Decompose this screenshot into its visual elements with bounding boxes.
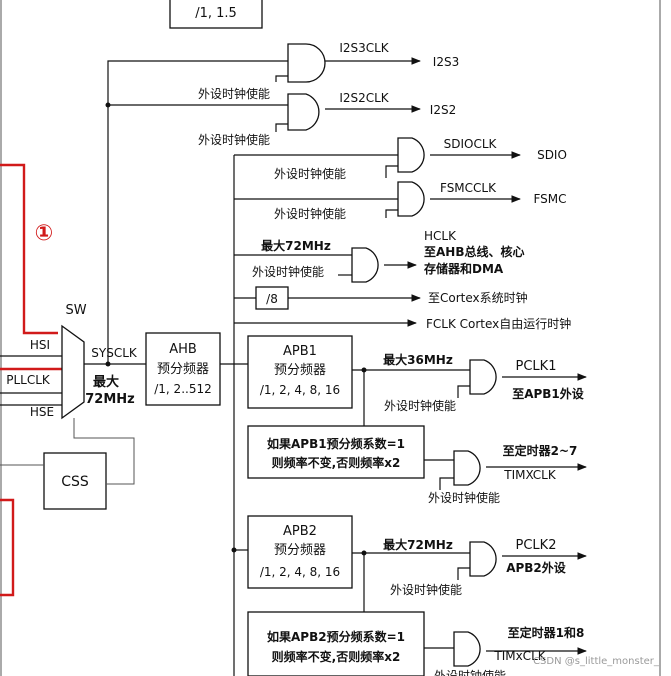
apb2-divider-range: /1, 2, 4, 8, 16 [260,565,340,579]
css-label: CSS [61,474,89,490]
pclk1-gate: 最大36MHz PCLK1 至APB1外设 外设时钟使能 [352,352,587,426]
hclk-max-label: 最大72MHz [261,238,331,253]
fsmc-enable-label: 外设时钟使能 [274,206,346,221]
i2s2clk-label: I2S2CLK [339,91,389,105]
apb2-max-label: 最大72MHz [383,537,453,552]
i2s3-output-label: I2S3 [433,55,459,69]
pclk2-gate: 最大72MHz PCLK2 APB2外设 外设时钟使能 [352,537,587,612]
fsmc-gate: FSMCCLK FSMC 外设时钟使能 [234,181,567,221]
pclk2-destination: APB2外设 [506,560,567,575]
apb2-title: APB2 [283,524,317,539]
fsmc-output-label: FSMC [533,192,566,206]
hsi-input-label: HSI [30,338,50,352]
pclk2-label: PCLK2 [516,538,557,553]
sysclk-max-line1: 最大 [93,374,119,390]
hclk-desc-line1: 至AHB总线、核心 [424,244,524,259]
systick-divider-label: /8 [266,292,278,306]
ahb-subtitle: 预分频器 [157,362,209,377]
ahb-title: AHB [169,342,197,357]
watermark: CSDN @s_little_monster_ [533,656,660,667]
i2s3clk-label: I2S3CLK [339,41,389,55]
ahb-divider-range: /1, 2..512 [154,382,211,396]
apb1-prescaler-box: APB1 预分频器 /1, 2, 4, 8, 16 [247,335,353,409]
usb-prescaler-box: /1, 1.5 [169,0,263,29]
fclk-line: FCLK Cortex自由运行时钟 [234,316,571,331]
pclk1-enable-label: 外设时钟使能 [384,398,456,413]
systick-divider: /8 至Cortex系统时钟 [234,286,528,310]
fclk-label: FCLK Cortex自由运行时钟 [426,316,571,331]
pclk1-label: PCLK1 [516,359,557,374]
pclk1-destination: 至APB1外设 [512,386,585,401]
apb2-subtitle: 预分频器 [274,543,326,558]
css-block: CSS [0,418,135,510]
i2s3-enable-label: 外设时钟使能 [198,86,270,101]
hclk-desc-line2: 存储器和DMA [423,261,504,276]
apb1-title: APB1 [283,344,317,359]
apb2-timer-note-line1: 如果APB2预分频系数=1 [267,629,405,644]
red-annotation: ① [0,163,62,597]
hse-input-label: HSE [30,405,54,419]
hclk-gate: 最大72MHz 外设时钟使能 HCLK 至AHB总线、核心 存储器和DMA [234,229,524,283]
sdio-enable-label: 外设时钟使能 [274,166,346,181]
fsmcclk-label: FSMCCLK [440,181,497,195]
apb2-timer-clk-label: TIMxCLK [493,649,546,663]
i2s2-output-label: I2S2 [430,103,456,117]
apb1-subtitle: 预分频器 [274,363,326,378]
i2s3-gate: I2S3CLK I2S3 外设时钟使能 [198,41,459,101]
apb1-timer-destination: 至定时器2~7 [503,443,578,458]
pllclk-input-label: PLLCLK [6,373,51,387]
i2s2-gate: I2S2CLK I2S2 外设时钟使能 [198,91,456,147]
ahb-prescaler-box: AHB 预分频器 /1, 2..512 [145,332,221,406]
systick-output-label: 至Cortex系统时钟 [428,290,528,305]
apb2-timer-note-line2: 则频率不变,否则频率x2 [272,649,401,664]
apb1-timer-note-line2: 则频率不变,否则频率x2 [272,455,401,470]
apb2-timer-multiplier: 如果APB2预分频系数=1 则频率不变,否则频率x2 至定时器1和8 TIMxC… [247,611,587,676]
apb2-timer-destination: 至定时器1和8 [508,625,585,640]
sdio-output-label: SDIO [537,148,567,162]
system-clock-switch: SW HSI PLLCLK HSE SYSCLK 最大 72MHz [0,303,138,420]
pclk2-enable-label: 外设时钟使能 [390,582,462,597]
hclk-enable-label: 外设时钟使能 [252,264,324,279]
apb1-timer-note-line1: 如果APB1预分频系数=1 [267,436,405,451]
apb1-timer-enable-label: 外设时钟使能 [428,490,500,505]
sysclk-label: SYSCLK [91,346,138,360]
usb-prescaler-label: /1, 1.5 [195,6,237,21]
hclk-title: HCLK [424,229,457,243]
sdio-gate: SDIOCLK SDIO 外设时钟使能 [234,137,567,181]
i2s2-enable-label: 外设时钟使能 [198,132,270,147]
sysclk-max-line2: 72MHz [85,392,134,407]
sdioclk-label: SDIOCLK [444,137,498,151]
apb1-divider-range: /1, 2, 4, 8, 16 [260,383,340,397]
annotation-number: ① [35,221,54,246]
apb2-prescaler-box: APB2 预分频器 /1, 2, 4, 8, 16 [231,515,353,589]
apb2-timer-enable-label: 外设时钟使能 [434,668,506,676]
sysclk-to-i2s-wire [107,60,288,364]
apb1-max-label: 最大36MHz [383,352,453,367]
apb1-timer-clk-label: TIMXCLK [503,468,557,482]
sw-label: SW [65,303,86,318]
apb1-timer-multiplier: 如果APB1预分频系数=1 则频率不变,否则频率x2 至定时器2~7 TIMXC… [247,425,587,505]
